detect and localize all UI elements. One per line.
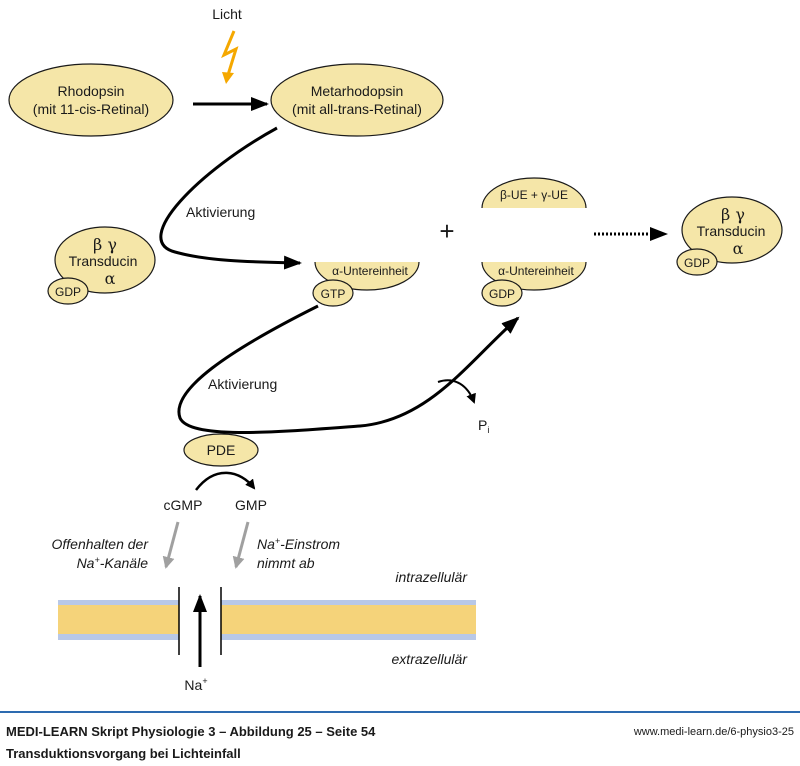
note-right-line1: Na+-Einstrom: [257, 536, 340, 552]
transducin-label: Transducin: [69, 253, 138, 269]
lightning-bolt-icon: [221, 30, 239, 84]
phosphate-label: Pi: [478, 417, 489, 435]
gmp-effect-arrow: [232, 521, 250, 569]
alpha-label: α: [105, 269, 116, 288]
note-right-line2: nimmt ab: [257, 555, 315, 571]
transducin-label: Transducin: [697, 223, 766, 239]
plus-sign: +: [439, 216, 454, 246]
pde-node: PDE: [183, 433, 259, 467]
source-line: MEDI-LEARN Skript Physiologie 3 – Abbild…: [6, 724, 376, 739]
pde-label: PDE: [207, 442, 236, 458]
extracellular-label: extrazellulär: [392, 651, 469, 667]
activation-arrow-1: [159, 126, 302, 270]
beta-gamma-subunit-label: β-UE + γ-UE: [500, 188, 568, 202]
rhodopsin-node: Rhodopsin (mit 11-cis-Retinal): [8, 63, 174, 137]
metarhodopsin-label: Metarhodopsin: [311, 83, 404, 99]
sodium-label: Na+: [184, 676, 207, 693]
alpha-subunit-gtp-node: α-Untereinheit GTP: [312, 262, 420, 307]
activation-arrow-2: [177, 304, 520, 434]
phosphate-release-arrow: [437, 379, 476, 404]
transducin-left-node: β γ Transducin α GDP: [47, 226, 156, 305]
gtp-label: GTP: [321, 287, 346, 301]
rhodopsin-sublabel: (mit 11-cis-Retinal): [33, 101, 149, 117]
light-label: Licht: [212, 6, 242, 22]
gdp-label: GDP: [55, 285, 81, 299]
beta-gamma-subunit-node: β-UE + γ-UE: [481, 177, 587, 208]
beta-gamma-label: β γ: [721, 205, 745, 224]
source-url: www.medi-learn.de/6-physio3-25: [633, 726, 794, 738]
metarhodopsin-node: Metarhodopsin (mit all-trans-Retinal): [270, 63, 444, 137]
intracellular-label: intrazellulär: [395, 569, 468, 585]
activation-label-1: Aktivierung: [186, 204, 255, 220]
note-left-line1: Offenhalten der: [51, 536, 149, 552]
hydrolysis-arrow: [195, 471, 256, 491]
cell-membrane: [58, 600, 476, 640]
gdp-label: GDP: [489, 287, 515, 301]
transducin-right-node: β γ Transducin α GDP: [676, 196, 783, 276]
activation-label-2: Aktivierung: [208, 376, 277, 392]
metarhodopsin-sublabel: (mit all-trans-Retinal): [292, 101, 422, 117]
alpha-label: α: [733, 239, 744, 258]
gdp-label: GDP: [684, 256, 710, 270]
note-left-line2: Na+-Kanäle: [77, 555, 149, 571]
alpha-subunit-label: α-Untereinheit: [332, 264, 408, 278]
figure-caption: Transduktionsvorgang bei Lichteinfall: [6, 746, 241, 761]
beta-gamma-label: β γ: [93, 235, 117, 254]
footer-divider: [0, 711, 800, 713]
rhodopsin-label: Rhodopsin: [58, 83, 125, 99]
alpha-subunit-gdp-node: α-Untereinheit GDP: [481, 262, 587, 307]
cgmp-label: cGMP: [164, 497, 203, 513]
cgmp-effect-arrow: [162, 521, 180, 569]
alpha-subunit-gdp-label: α-Untereinheit: [498, 264, 574, 278]
gmp-label: GMP: [235, 497, 267, 513]
